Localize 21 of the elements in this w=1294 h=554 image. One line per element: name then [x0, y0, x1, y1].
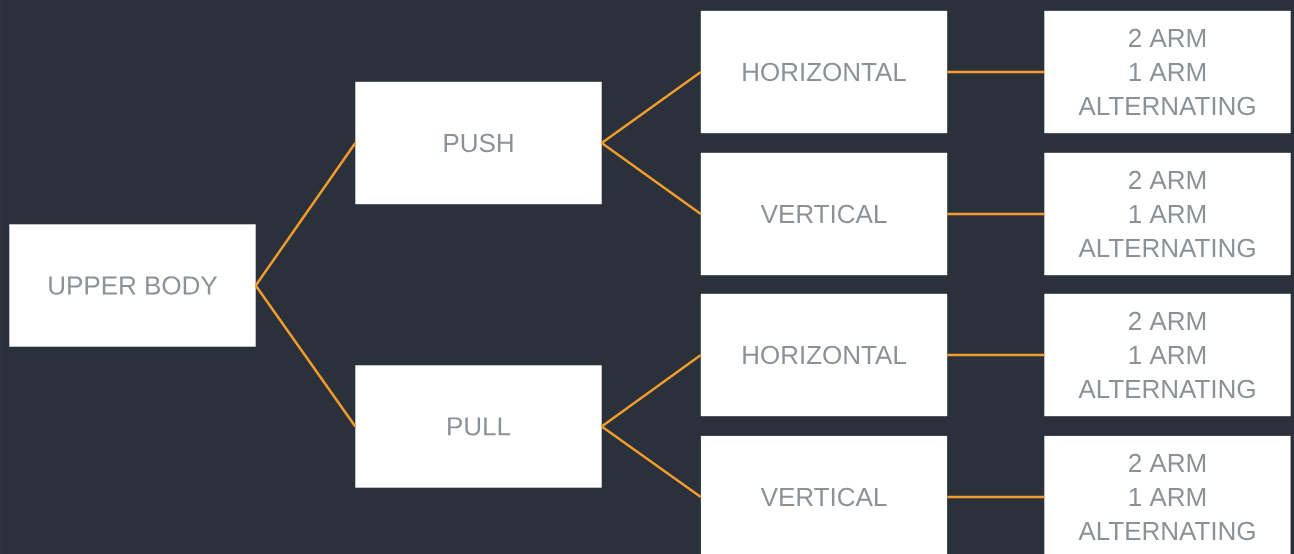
text-box: 2 ARM 1 ARM ALTERNATING [1044, 10, 1291, 134]
text-box: PULL [355, 365, 602, 488]
text-box: HORIZONTAL [700, 10, 948, 134]
connector-line [947, 495, 1045, 499]
connector-line [254, 142, 357, 287]
text-box: 2 ARM 1 ARM ALTERNATING [1044, 293, 1291, 417]
connector-line [947, 353, 1045, 357]
connector-line [601, 425, 702, 498]
text-box: 2 ARM 1 ARM ALTERNATING [1044, 435, 1291, 554]
connector-line [600, 354, 702, 428]
text-box: PUSH [355, 81, 602, 205]
text-box: VERTICAL [700, 152, 948, 276]
text-box: HORIZONTAL [700, 293, 948, 417]
text-box: UPPER BODY [9, 224, 256, 347]
connector-line [947, 70, 1045, 74]
connector-line [254, 284, 357, 428]
text-box: 2 ARM 1 ARM ALTERNATING [1044, 152, 1291, 276]
connector-line [601, 71, 702, 144]
connector-line [947, 212, 1045, 216]
text-box: VERTICAL [700, 435, 948, 554]
connector-line [601, 142, 702, 215]
